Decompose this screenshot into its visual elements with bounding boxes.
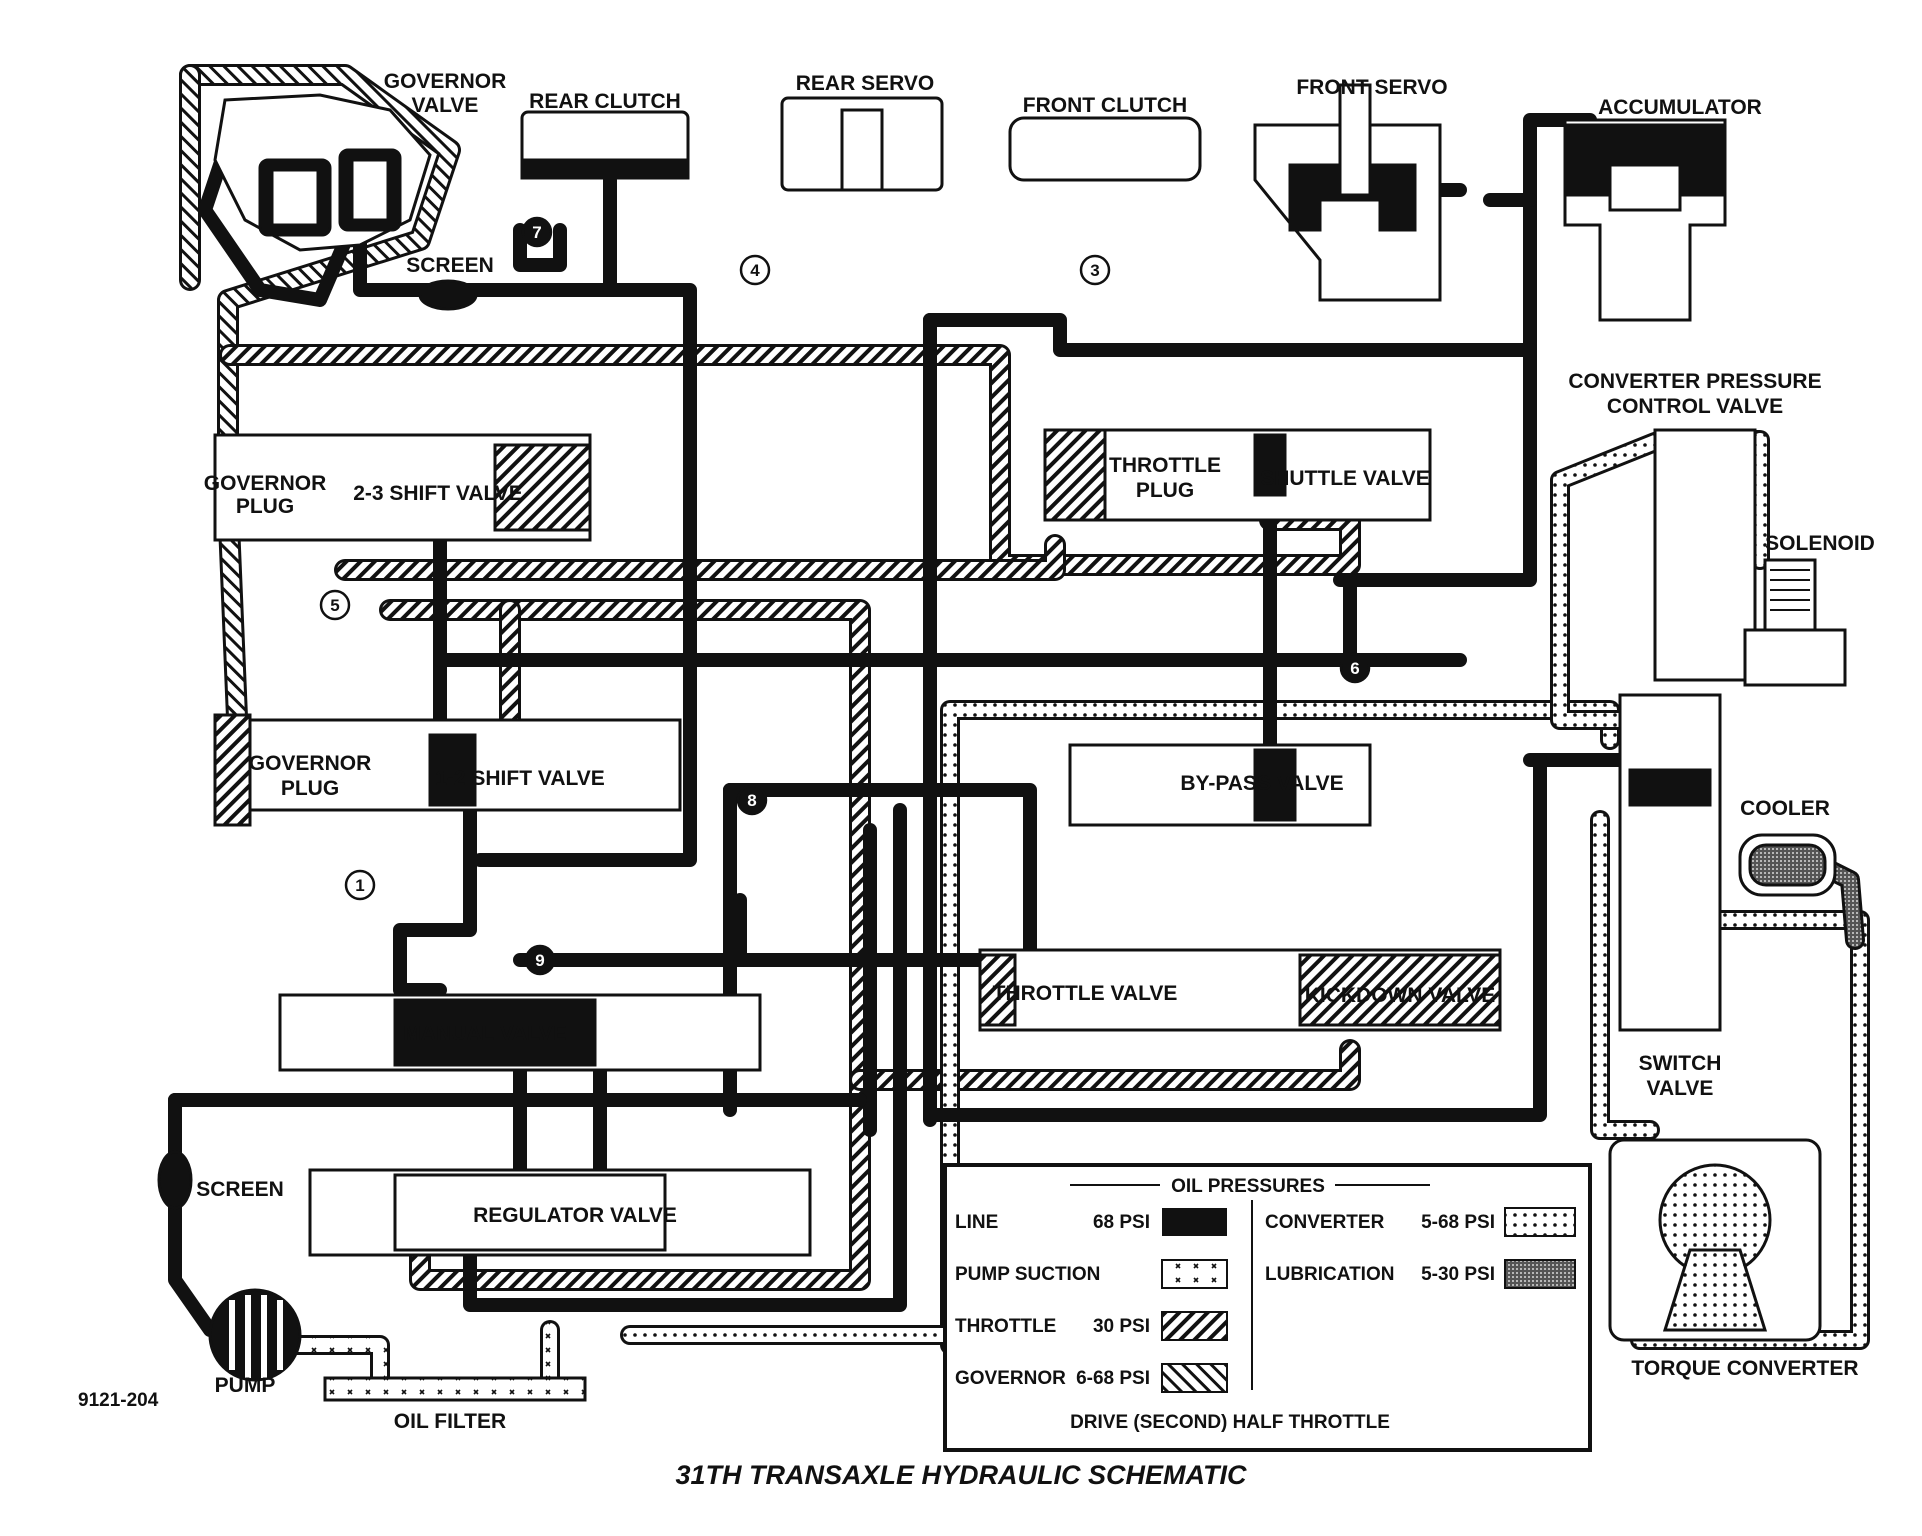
circuit-4: 4: [739, 254, 771, 286]
label-bypass-valve: BY-PASS VALVE: [1180, 772, 1343, 795]
bypass-valve-body: [1068, 743, 1372, 827]
label-pump: PUMP: [215, 1374, 276, 1397]
circuit-numbers: 1 3 4 5 6 7 8 9: [319, 216, 1371, 976]
legend-mode: DRIVE (SECOND) HALF THROTTLE: [1070, 1412, 1390, 1433]
label-oil-filter: OIL FILTER: [394, 1410, 506, 1433]
circuit-8: 8: [736, 784, 768, 816]
svg-text:4: 4: [750, 261, 760, 280]
suction-passages: [280, 1320, 560, 1390]
circuit-9: 9: [524, 944, 556, 976]
label-screen-bottom: SCREEN: [196, 1178, 284, 1201]
svg-text:1: 1: [355, 876, 364, 895]
component-labels: GOVERNOR VALVE REAR CLUTCH REAR SERVO FR…: [196, 70, 1875, 1433]
svg-text:LINE: LINE: [955, 1212, 998, 1233]
label-shift-12: 1-2 SHIFT VALVE: [435, 767, 605, 790]
label-rear-servo: REAR SERVO: [796, 72, 934, 95]
label-governor-plug-upper-1: GOVERNOR: [204, 472, 327, 495]
legend: OIL PRESSURES LINE 68 PSI PUMP SUCTION T…: [943, 1163, 1592, 1452]
label-accumulator: ACCUMULATOR: [1598, 96, 1762, 119]
svg-text:PUMP SUCTION: PUMP SUCTION: [955, 1264, 1100, 1285]
label-rear-clutch: REAR CLUTCH: [529, 90, 681, 113]
circuit-7: 7: [521, 216, 553, 248]
svg-text:5-30 PSI: 5-30 PSI: [1421, 1264, 1495, 1285]
label-throttle-plug-2: PLUG: [1136, 479, 1194, 502]
label-switch-valve-1: SWITCH: [1639, 1052, 1722, 1075]
front-clutch-body: [1008, 116, 1202, 182]
label-torque-converter: TORQUE CONVERTER: [1631, 1357, 1858, 1380]
label-kickdown-valve: KICKDOWN VALVE: [1305, 984, 1496, 1007]
circuit-1: 1: [344, 869, 376, 901]
component-bodies: [157, 83, 1847, 1402]
svg-text:68 PSI: 68 PSI: [1093, 1212, 1150, 1233]
circuit-5: 5: [319, 589, 351, 621]
figure-id: 9121-204: [78, 1390, 159, 1411]
label-regulator-valve: REGULATOR VALVE: [473, 1204, 677, 1227]
converter-pcv-body: [1653, 428, 1757, 682]
legend-item-line: LINE 68 PSI: [955, 1208, 1227, 1236]
svg-text:9: 9: [535, 951, 544, 970]
diagram-caption: 31TH TRANSAXLE HYDRAULIC SCHEMATIC: [675, 1460, 1247, 1490]
lubrication-passages: [1820, 860, 1865, 950]
svg-text:7: 7: [532, 223, 541, 242]
line-pressure-passages: [168, 113, 1647, 1337]
label-screen-top: SCREEN: [406, 254, 494, 277]
label-governor-valve-1: GOVERNOR: [384, 70, 507, 93]
passages: [168, 64, 1870, 1390]
svg-text:6: 6: [1350, 659, 1359, 678]
label-governor-plug-lower-1: GOVERNOR: [249, 752, 372, 775]
screen-bottom-body: [157, 1150, 193, 1210]
svg-text:5-68 PSI: 5-68 PSI: [1421, 1212, 1495, 1233]
svg-text:6-68 PSI: 6-68 PSI: [1076, 1368, 1150, 1389]
label-governor-valve-2: VALVE: [412, 94, 479, 117]
svg-text:8: 8: [747, 791, 756, 810]
legend-item-pump-suction: PUMP SUCTION: [955, 1259, 1228, 1289]
svg-text:30 PSI: 30 PSI: [1093, 1316, 1150, 1337]
legend-title: OIL PRESSURES: [1171, 1176, 1325, 1197]
label-throttle-plug-1: THROTTLE: [1109, 454, 1221, 477]
legend-frame: [943, 1163, 1592, 1452]
label-shift-23: 2-3 SHIFT VALVE: [353, 482, 523, 505]
svg-text:LUBRICATION: LUBRICATION: [1265, 1264, 1394, 1285]
label-manual-valve: MANUAL VALVE: [403, 1022, 566, 1045]
label-solenoid: SOLENOID: [1765, 532, 1875, 555]
throttle-passages: [219, 344, 1361, 1291]
svg-text:THROTTLE: THROTTLE: [955, 1316, 1056, 1337]
legend-item-throttle: THROTTLE 30 PSI: [955, 1311, 1228, 1341]
screen-top-body: [418, 279, 478, 311]
label-switch-valve-2: VALVE: [1647, 1077, 1714, 1100]
label-shuttle-valve: SHUTTLE VALVE: [1260, 467, 1430, 490]
legend-item-lubrication: LUBRICATION 5-30 PSI: [1265, 1259, 1576, 1289]
label-cooler: COOLER: [1740, 797, 1830, 820]
label-governor-plug-lower-2: PLUG: [281, 777, 339, 800]
svg-text:CONVERTER: CONVERTER: [1265, 1212, 1385, 1233]
legend-item-converter: CONVERTER 5-68 PSI: [1265, 1207, 1576, 1237]
pump-body: [208, 1288, 302, 1382]
legend-item-governor: GOVERNOR 6-68 PSI: [955, 1363, 1228, 1393]
label-converter-pcv-2: CONTROL VALVE: [1607, 395, 1783, 418]
circuit-6: 6: [1339, 652, 1371, 684]
switch-valve-body: [1618, 693, 1722, 1032]
label-front-servo: FRONT SERVO: [1296, 76, 1447, 99]
circuit-3: 3: [1079, 254, 1111, 286]
svg-text:5: 5: [330, 596, 339, 615]
svg-text:GOVERNOR: GOVERNOR: [955, 1368, 1066, 1389]
oil-filter-body: [323, 1376, 587, 1402]
label-throttle-valve: THROTTLE VALVE: [993, 982, 1178, 1005]
label-governor-plug-upper-2: PLUG: [236, 495, 294, 518]
svg-text:3: 3: [1090, 261, 1099, 280]
label-front-clutch: FRONT CLUTCH: [1023, 94, 1187, 117]
label-converter-pcv-1: CONVERTER PRESSURE: [1568, 370, 1821, 393]
